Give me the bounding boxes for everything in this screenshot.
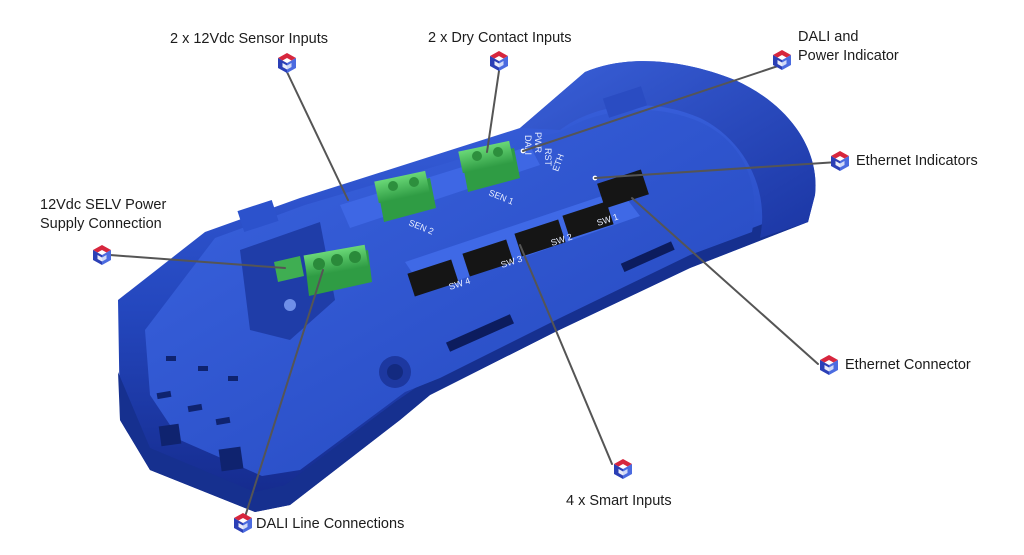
side-clip <box>237 199 279 233</box>
callout-dali-power-indicator: DALI and Power Indicator <box>798 28 899 66</box>
leader-ethernet-indicators <box>594 161 839 179</box>
cube-logo-icon <box>232 512 254 534</box>
smart-input-ports <box>405 169 649 297</box>
leader-smart-inputs <box>519 244 613 465</box>
sw1-port <box>562 201 614 239</box>
pcb-screw <box>284 299 296 311</box>
callout-text: 2 x Dry Contact Inputs <box>428 30 572 46</box>
housing-underside <box>118 205 812 512</box>
end-clip <box>602 86 648 118</box>
callout-sensor-inputs: 2 x 12Vdc Sensor Inputs <box>170 30 328 49</box>
housing-end-cap <box>520 61 816 238</box>
power-supply-terminal <box>274 256 304 282</box>
callout-dry-contact-inputs: 2 x Dry Contact Inputs <box>428 29 571 48</box>
cube-logo-icon <box>829 150 851 172</box>
callout-ethernet-indicators: Ethernet Indicators <box>856 152 978 171</box>
dali-line-terminal <box>303 244 372 296</box>
cube-logo-icon <box>276 52 298 74</box>
leader-ethernet-connector <box>631 197 819 365</box>
label-rst: RST <box>543 148 553 167</box>
cube-logo-icon <box>818 354 840 376</box>
sw3-port <box>462 239 514 277</box>
leader-lines <box>109 63 839 521</box>
callout-dali-line-connections: DALI Line Connections <box>256 515 404 534</box>
cube-logo-icon <box>771 49 793 71</box>
leader-power-supply <box>109 254 286 269</box>
callout-power-supply-connection: 12Vdc SELV Power Supply Connection <box>40 196 166 234</box>
callout-text-line1: DALI and <box>798 29 859 45</box>
cube-logo-icon <box>91 244 113 266</box>
leader-dali-line <box>243 269 324 521</box>
sw4-port <box>407 259 459 297</box>
callout-text: Ethernet Connector <box>845 357 971 373</box>
callout-text: 4 x Smart Inputs <box>566 493 672 509</box>
leader-dali-power <box>522 63 785 152</box>
callout-text: DALI Line Connections <box>256 516 405 532</box>
callout-text: Ethernet Indicators <box>856 153 978 169</box>
release-slot <box>445 314 515 352</box>
leader-dry-contact <box>486 70 500 153</box>
ethernet-port <box>597 169 649 209</box>
label-pwr: PWR <box>533 132 543 153</box>
cube-logo-icon <box>488 50 510 72</box>
release-slot-2 <box>620 241 675 272</box>
cube-logo-icon <box>612 458 634 480</box>
callout-text: 2 x 12Vdc Sensor Inputs <box>170 31 328 47</box>
vent-slots <box>156 356 244 472</box>
sen2-terminal <box>374 170 436 222</box>
callout-smart-inputs: 4 x Smart Inputs <box>566 492 672 511</box>
callout-text-line1: 12Vdc SELV Power <box>40 197 167 213</box>
label-dali: DALI <box>523 135 533 155</box>
leader-sensor-inputs <box>286 71 349 201</box>
mounting-hole-inner <box>387 364 403 380</box>
sw2-port <box>514 219 566 257</box>
callout-text-line2: Supply Connection <box>40 216 162 232</box>
callout-ethernet-connector: Ethernet Connector <box>845 356 971 375</box>
sen1-terminal <box>458 140 520 192</box>
callout-text-line2: Power Indicator <box>798 48 899 64</box>
housing-deck <box>145 109 755 476</box>
